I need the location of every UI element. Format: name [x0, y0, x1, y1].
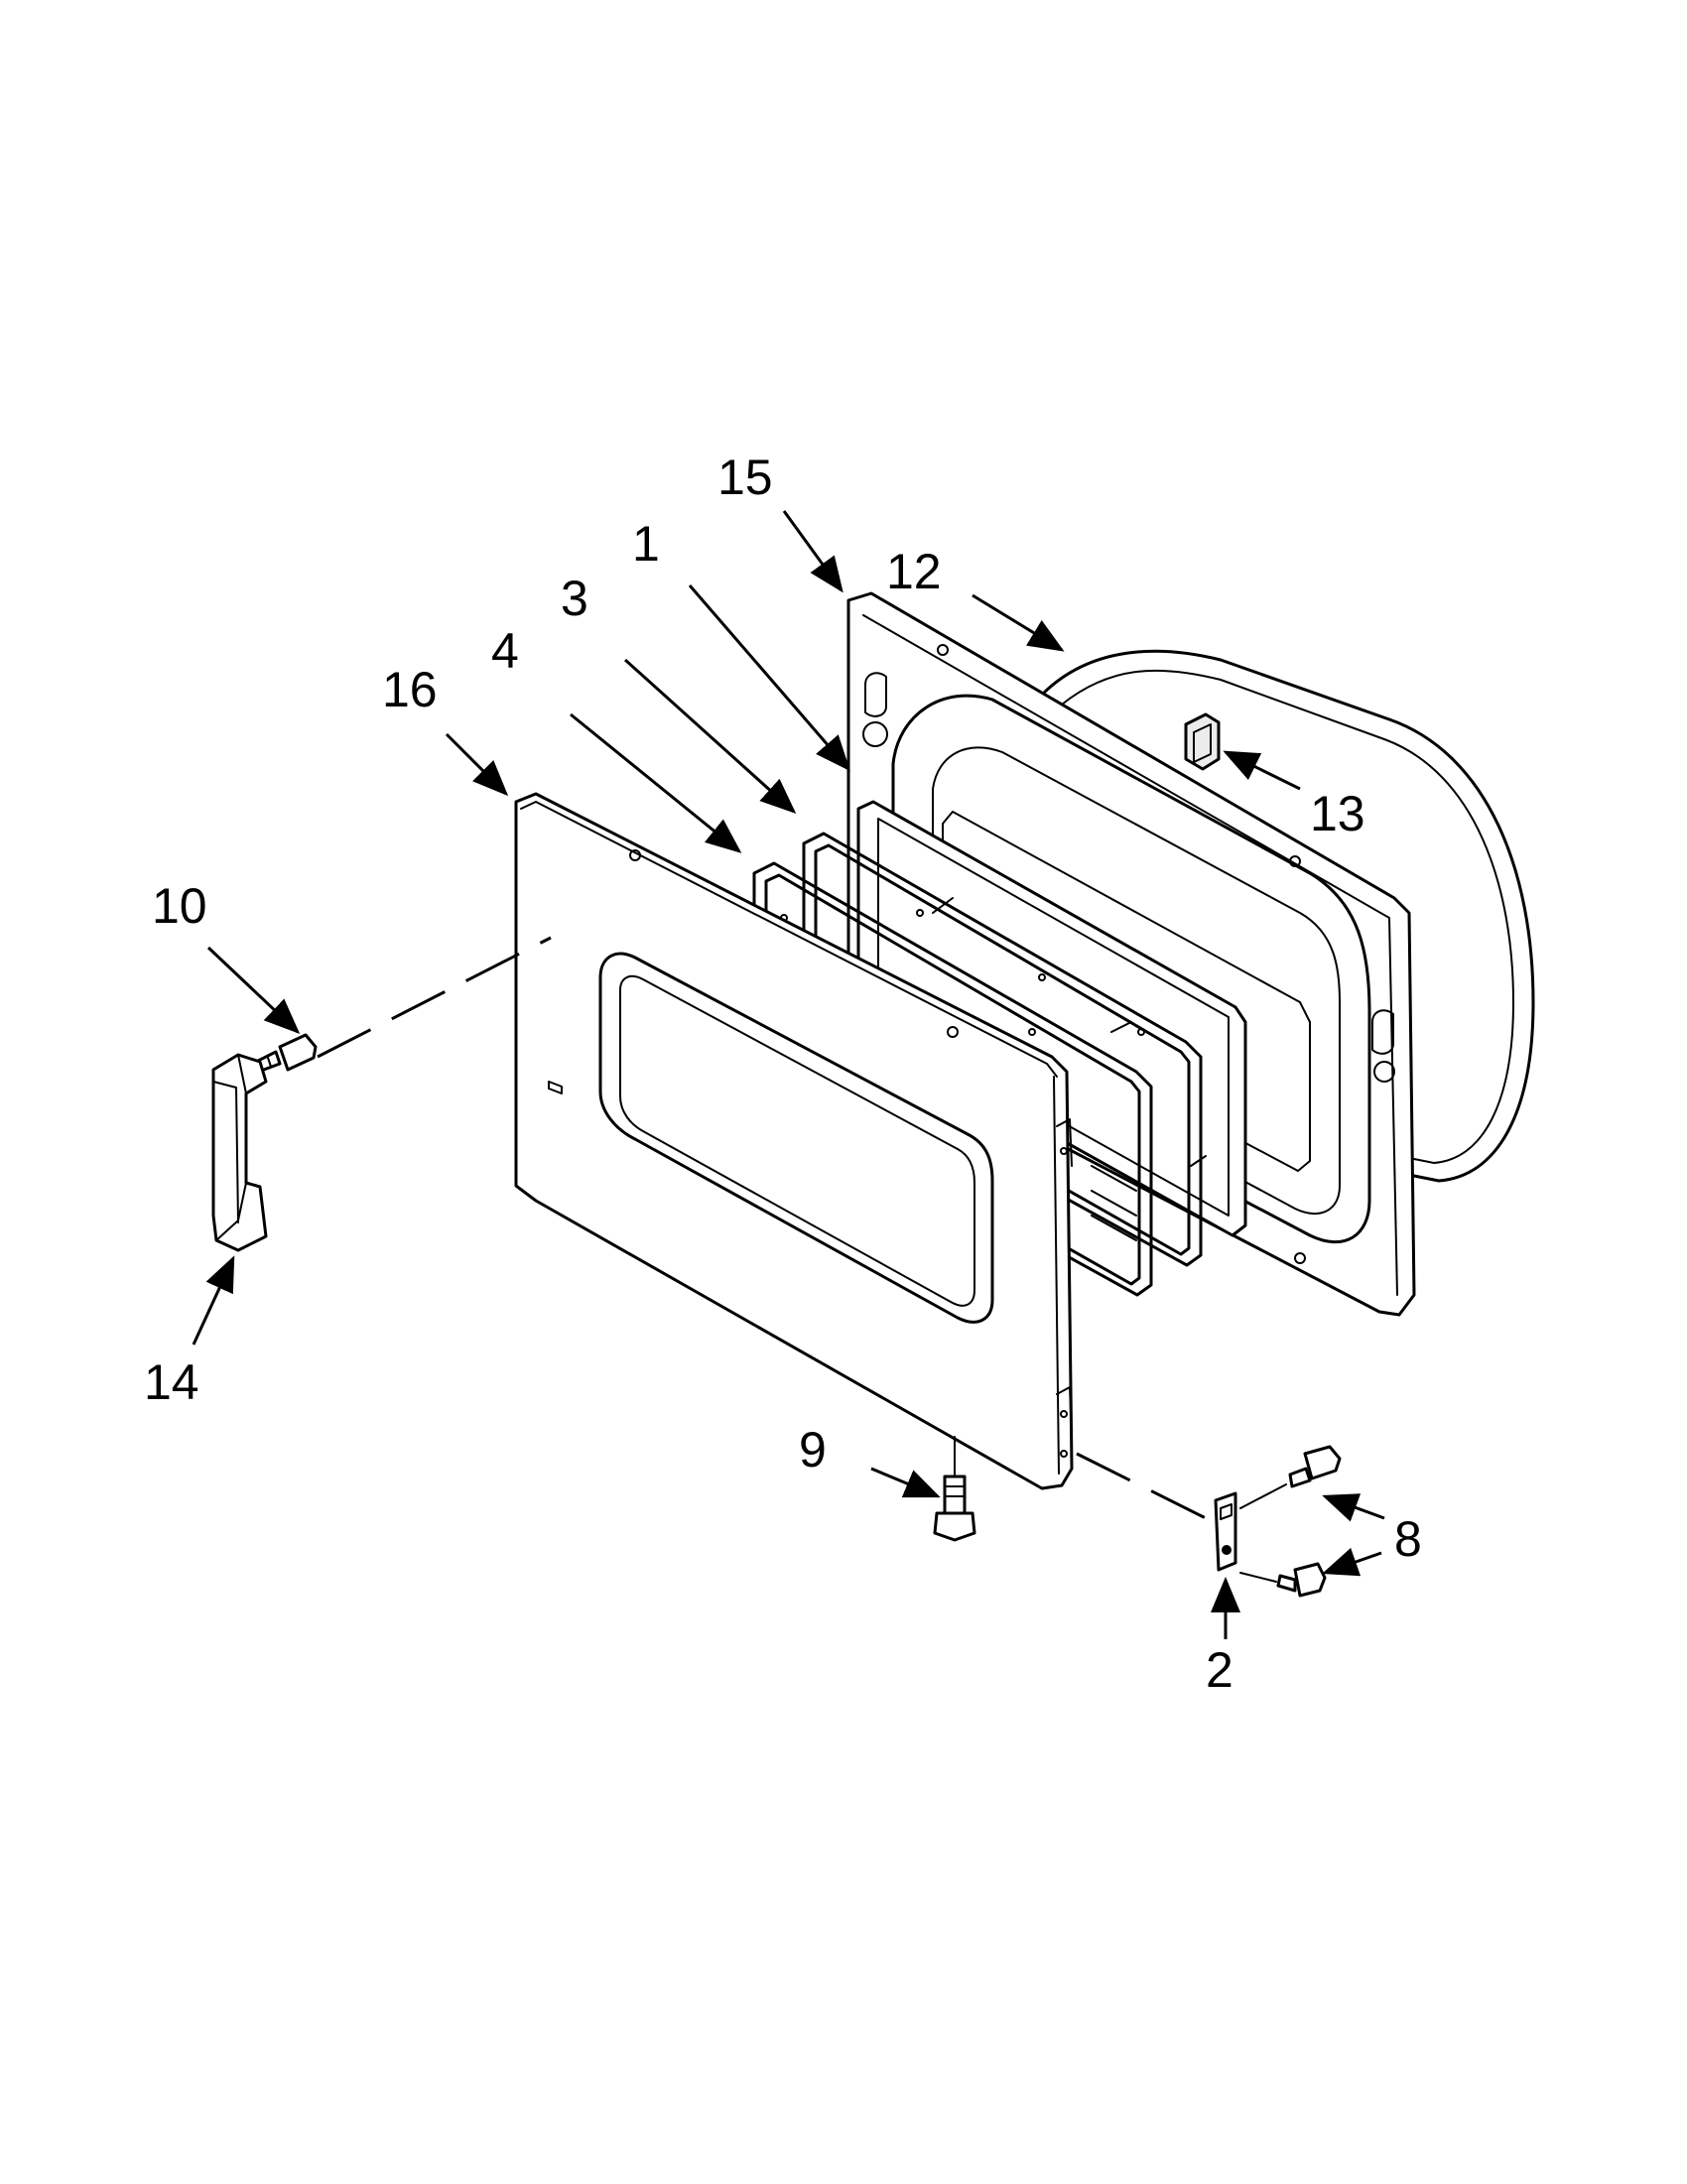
part-14-door-handle [211, 1053, 268, 1252]
arrow-13 [1223, 750, 1301, 791]
callout-4: 4 [491, 623, 519, 679]
arrow-15 [782, 510, 844, 593]
part-8-hinge-screws [1239, 1445, 1342, 1598]
callout-8: 8 [1394, 1511, 1422, 1567]
leader-arrows [192, 510, 1385, 1639]
arrow-8a [1322, 1493, 1385, 1522]
callout-16: 16 [382, 662, 438, 717]
callout-9: 9 [799, 1422, 827, 1477]
arrow-14 [192, 1255, 235, 1346]
callout-10: 10 [152, 878, 207, 934]
part-16-outer-door-panel [514, 792, 1074, 1490]
callout-labels: 15 12 13 1 3 4 16 10 14 9 8 2 [144, 450, 1422, 1698]
arrow-12 [972, 593, 1065, 652]
arrow-4 [570, 712, 742, 853]
arrow-8b [1322, 1547, 1382, 1577]
part-9-bottom-screw [933, 1436, 976, 1542]
arrow-10 [206, 946, 301, 1035]
callout-2: 2 [1206, 1642, 1233, 1698]
arrow-16 [445, 732, 509, 797]
callout-13: 13 [1310, 786, 1365, 841]
arrow-1 [688, 584, 850, 772]
assembly-line-handle [317, 936, 552, 1059]
arrow-9 [870, 1467, 941, 1498]
assembly-line-hinge [1076, 1452, 1217, 1525]
part-13-door-strike [1184, 712, 1221, 771]
callout-15: 15 [717, 450, 773, 505]
callout-3: 3 [561, 571, 588, 626]
arrow-3 [623, 658, 797, 815]
callout-14: 14 [144, 1354, 199, 1410]
part-2-door-hinge [1214, 1491, 1237, 1572]
callout-12: 12 [886, 544, 942, 599]
callout-1: 1 [632, 516, 660, 572]
